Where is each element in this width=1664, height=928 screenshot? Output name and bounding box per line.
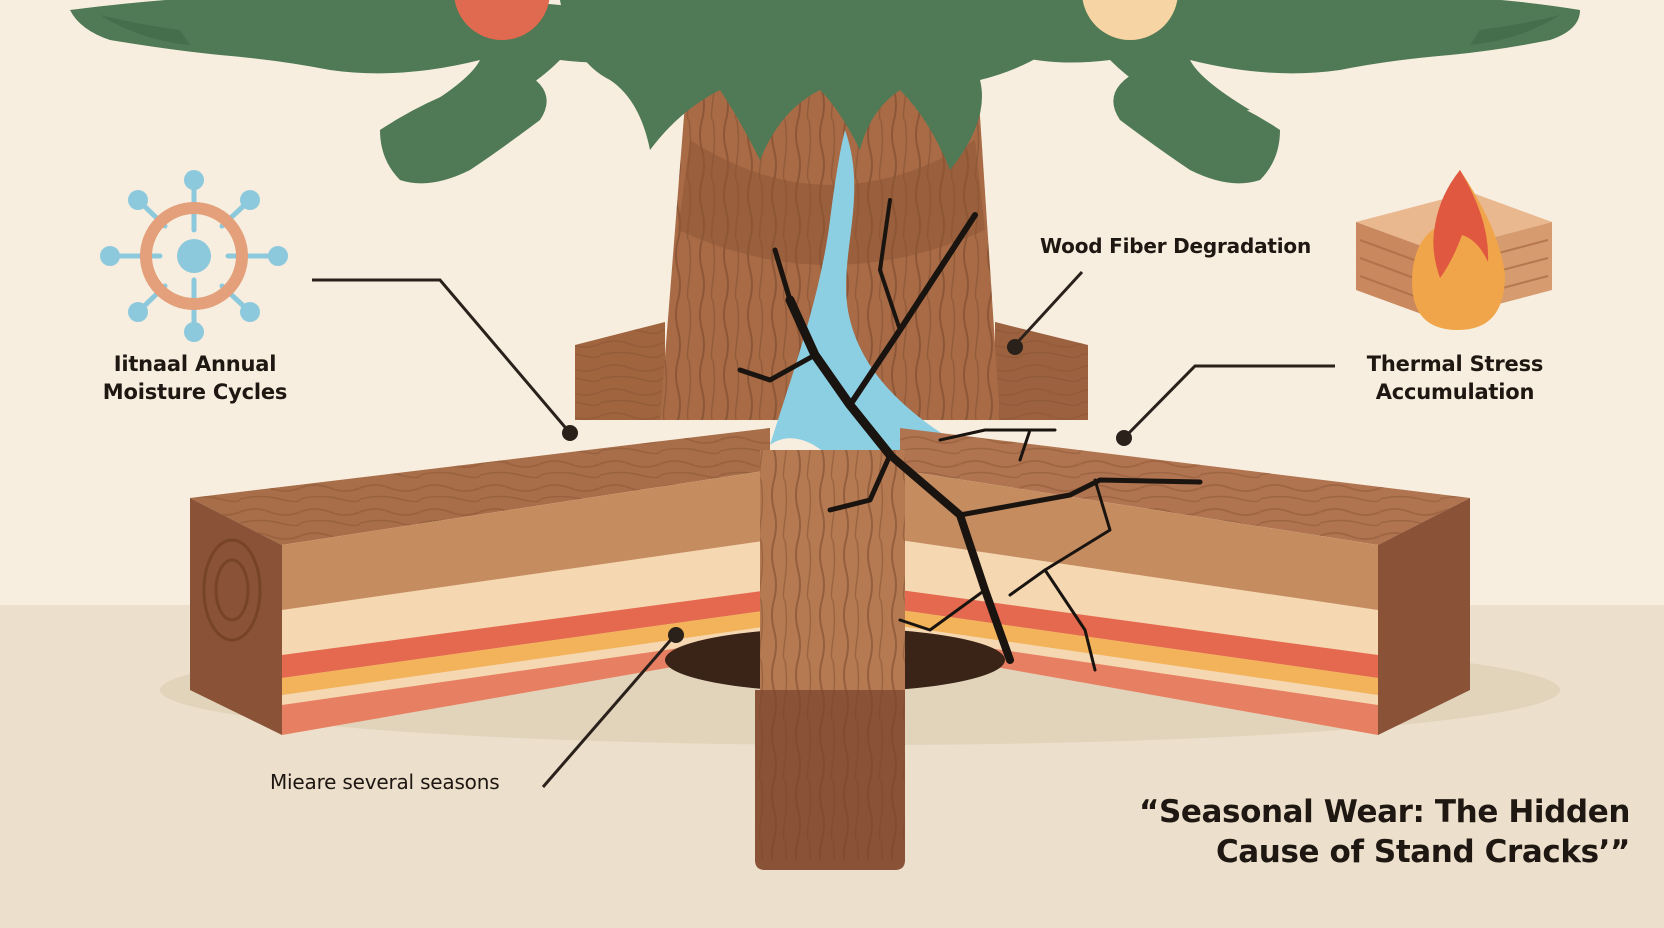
stand-leg-left-end <box>190 498 282 735</box>
moisture-cycles-label: Iitnaal Annual Moisture Cycles <box>90 350 300 406</box>
fiber-degradation-label: Wood Fiber Degradation <box>1040 234 1311 258</box>
ornament-red <box>454 0 550 40</box>
seasons-label: Mie​are several seasons <box>270 770 500 794</box>
callout-dots <box>562 339 1132 643</box>
moisture-molecule-icon <box>100 170 288 342</box>
thermal-stress-label: Thermal Stress Accumulation <box>1340 350 1570 406</box>
water-seepage <box>770 130 1010 535</box>
moisture-label-line2: Moisture Cycles <box>102 380 288 404</box>
thermal-label-line2: Accumulation <box>1375 380 1535 404</box>
diagram-title: “Seasonal Wear: The Hidden Cause of Stan… <box>1090 792 1630 872</box>
callout-lines <box>312 270 1335 788</box>
title-line2: Cause of Stand Cracks’” <box>1215 834 1630 870</box>
wood-block-flame-icon <box>1356 170 1552 330</box>
crack-lines <box>737 198 1203 672</box>
trunk-ring <box>678 140 985 265</box>
title-line1: “Seasonal Wear: The Hidden <box>1139 794 1630 830</box>
moisture-label-line1: Iitnaal Annual <box>113 352 277 376</box>
thermal-label-line1: Thermal Stress <box>1366 352 1544 376</box>
ornament-cream <box>1082 0 1178 40</box>
stand-leg-right-end <box>1378 498 1470 735</box>
